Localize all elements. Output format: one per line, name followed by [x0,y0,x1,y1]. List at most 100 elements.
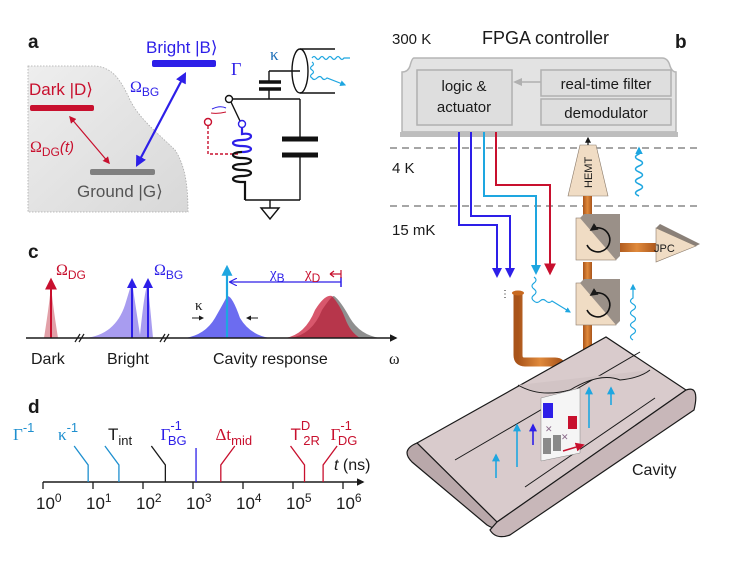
bright-spectrum-peak [85,282,153,338]
dark-drive-line [495,132,556,276]
panel-c: c ΩDG ΩBG χB χD κ Dark Bright C [26,242,400,368]
marker-t-int [150,445,167,482]
real-time-filter-box [540,69,672,97]
axis-break-2 [159,333,170,343]
svg-text:✕: ✕ [545,424,553,434]
demodulator-box [540,98,672,126]
axis-tick-label: 101 [86,491,112,513]
omega-bg-label: ΩBG [130,79,159,99]
panel-a: a Bright |B⟩ Dark |D⟩ Ground |G⟩ ΩBG ΩDG… [27,32,350,221]
ellipsis-dots: ⋮ [500,289,510,300]
control-lines [458,132,556,278]
svg-text:✕: ✕ [561,432,569,442]
cavity-drive-line [483,132,541,275]
hemt-amplifier [567,144,609,197]
ground-level-bar [90,169,155,175]
switch-contact-bright [237,119,247,129]
marker-t-2r-d [289,445,306,482]
marker-gamma-inv [73,445,89,482]
chi-d-label: χD [304,266,321,285]
circulator-1 [575,214,620,261]
bright-level-bar [152,60,216,67]
axis-tick-label: 102 [136,491,162,513]
readout-signal-wave [634,146,644,197]
output-photon-wave [311,55,350,61]
logic-actuator-box [416,69,513,126]
cavity-dark-response [285,295,360,338]
ground-symbol [259,207,281,221]
circuit-diagram: Γ κ [203,45,350,221]
marker-gamma-dg-inv [322,445,338,482]
switch-arrow-blue [211,106,227,110]
copper-line [583,262,592,292]
switch-arrow-red [210,111,227,114]
marker-label-t-int: Tint [108,425,133,448]
temp-15mk-label: 15 mK [392,222,435,239]
cavity-response-axis-label: Cavity response [213,351,328,368]
chi-d-arrow [329,270,342,278]
cavity-field-arrows [492,386,615,478]
bright-drive-line-2 [470,132,515,278]
input-signal-wave [531,276,571,313]
marker-delta-t-mid [220,445,236,482]
panel-d-letter: d [28,397,40,418]
inductor-coil [231,150,253,200]
panel-c-omega-dg-label: ΩDG [56,262,86,282]
switch-pivot [224,94,234,104]
dark-level-bar [30,105,94,111]
panel-b: 300 K FPGA controller b logic & actuator… [390,28,700,538]
filter-arrowhead [513,78,522,86]
fpga-controller-title: FPGA controller [482,28,609,48]
panel-a-letter: a [28,32,39,53]
axis-tick-label: 100 [36,491,62,513]
axis-break-1 [74,333,85,343]
kappa-width-label: κ [195,298,203,314]
marker-label-gamma-inv: Γ-1 [13,420,34,444]
marker-label-kappa-inv: κ-1 [58,420,78,444]
switch-arm [230,101,241,122]
axis-tick-label: 103 [186,491,212,513]
omega-dg-label: ΩDG(t) [30,139,74,159]
bright-axis-label: Bright [107,351,149,368]
temp-300k-label: 300 K [392,31,431,48]
marker-kappa-inv [104,445,120,482]
circulator-2 [575,279,620,326]
logic-label-line2: actuator [437,99,491,116]
reflected-signal-wave [629,283,637,341]
output-signal-wave [309,61,347,87]
dark-level-label: Dark |D⟩ [29,80,93,99]
logic-label-line1: logic & [441,78,486,95]
dark-axis-label: Dark [31,351,66,368]
axis-tick-label: 106 [336,491,362,513]
temp-4k-label: 4 K [392,160,415,177]
panel-b-letter: b [675,32,687,53]
copper-line [583,196,592,231]
chi-b-label: χB [269,266,285,285]
qubit-chip: ✕ ✕ [540,387,585,462]
ground-level-label: Ground |G⟩ [77,182,163,201]
jpc-edge [656,224,700,246]
panel-c-letter: c [28,242,39,263]
time-axis-label: t (ns) [334,457,370,474]
copper-port [512,290,524,296]
cavity-label: Cavity [632,462,676,479]
bright-drive-line-1 [458,132,502,278]
controller-base [400,132,678,137]
omega-bg-arrow [135,72,187,167]
axis-tick-label: 104 [236,491,262,513]
bright-level-label: Bright |B⟩ [146,38,218,57]
omega-dg-arrow [69,115,110,165]
switch-contact-dark [203,117,213,127]
kappa-label: κ [270,45,279,64]
omega-axis-label: ω [389,351,400,368]
gamma-label: Γ [231,59,241,79]
panel-c-omega-bg-label: ΩBG [154,262,183,282]
copper-line-jpc [617,243,657,252]
marker-label-delta-t-mid: Δtmid [216,425,253,448]
jpc-label: JPC [654,243,675,255]
axis-tick-label: 105 [286,491,312,513]
